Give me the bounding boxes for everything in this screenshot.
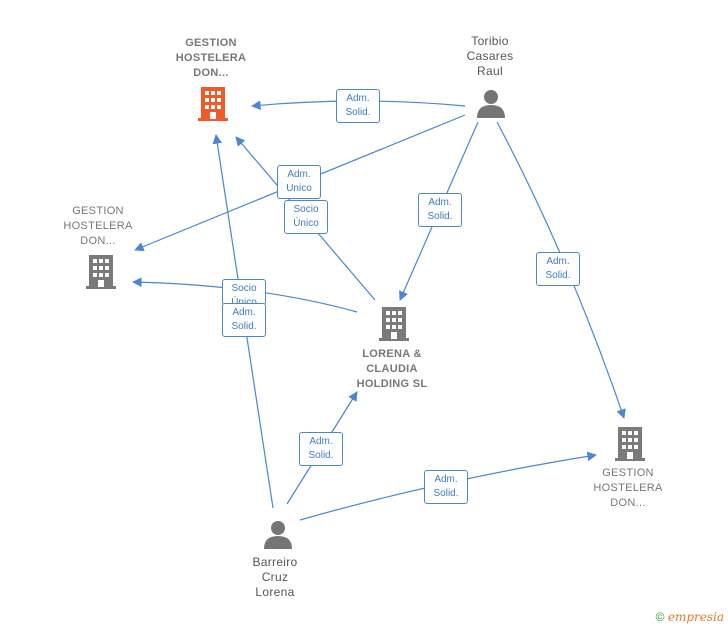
- building-icon[interactable]: [86, 255, 116, 289]
- building-icon-highlight[interactable]: [198, 87, 228, 121]
- label-line: CLAUDIA: [366, 363, 418, 375]
- edge-label-line: Adm.: [287, 169, 311, 180]
- label-line: HOSTELERA: [63, 220, 133, 232]
- edge-label-line: Adm.: [434, 474, 458, 485]
- node-label-gestion-left[interactable]: GESTION HOSTELERA DON...: [48, 204, 148, 249]
- label-line: Raul: [477, 64, 503, 78]
- edge-label-line: Adm.: [346, 93, 370, 104]
- edge-label-line: Adm.: [232, 307, 256, 318]
- edge-label-line: Socio: [293, 204, 319, 215]
- label-line: DON...: [80, 235, 116, 247]
- edge-label-line: Unico: [286, 183, 312, 194]
- label-line: HOSTELERA: [175, 52, 247, 64]
- building-icon[interactable]: [379, 307, 409, 341]
- label-line: DON...: [193, 67, 229, 79]
- node-label-barreiro[interactable]: Barreiro Cruz Lorena: [225, 555, 325, 600]
- edge-label-barreiro-gestion-right[interactable]: Adm. Solid.: [424, 470, 468, 504]
- edge-label-toribio-gestion-top[interactable]: Adm. Solid.: [336, 89, 380, 123]
- edge-label-toribio-gestion-left[interactable]: Adm. Unico: [277, 165, 321, 199]
- edge-label-line: Socio: [231, 283, 257, 294]
- brand-footer: © empresia: [656, 610, 724, 624]
- edge-label-line: Único: [293, 218, 319, 229]
- edge-label-barreiro-gestion-top[interactable]: Adm. Solid.: [222, 303, 266, 337]
- edge-label-holding-gestion-top[interactable]: Socio Único: [284, 200, 328, 234]
- label-line: HOSTELERA: [593, 482, 663, 494]
- edge-label-line: Único: [231, 297, 257, 305]
- label-line: HOLDING SL: [356, 378, 428, 390]
- node-label-toribio[interactable]: Toribio Casares Raul: [440, 34, 540, 79]
- edge-label-barreiro-holding[interactable]: Adm. Solid.: [299, 432, 343, 466]
- edge-label-line: Adm.: [309, 436, 333, 447]
- label-line: LORENA &: [362, 348, 422, 360]
- person-icon[interactable]: [264, 521, 292, 549]
- label-line: GESTION: [185, 37, 237, 49]
- label-line: GESTION: [72, 205, 124, 217]
- node-label-gestion-right[interactable]: GESTION HOSTELERA DON...: [578, 466, 678, 511]
- person-icon[interactable]: [477, 90, 505, 118]
- label-line: GESTION: [602, 467, 654, 479]
- edge-label-holding-gestion-left[interactable]: Socio Único: [222, 279, 266, 305]
- edge-label-line: Solid.: [345, 107, 371, 118]
- brand-logo: empresia: [668, 610, 724, 624]
- label-line: Cruz: [261, 570, 289, 584]
- copyright-symbol: ©: [655, 610, 665, 624]
- edge-label-line: Solid.: [433, 488, 459, 499]
- label-line: Toribio: [471, 34, 509, 48]
- brand-name: mpresia: [674, 610, 724, 624]
- edge-label-toribio-gestion-right[interactable]: Adm. Solid.: [536, 252, 580, 286]
- edge-label-line: Solid.: [427, 211, 453, 222]
- edge-label-toribio-holding[interactable]: Adm. Solid.: [418, 193, 462, 227]
- label-line: Lorena: [255, 585, 295, 599]
- edge-label-line: Adm.: [546, 256, 570, 267]
- node-label-lorena-holding[interactable]: LORENA & CLAUDIA HOLDING SL: [336, 347, 448, 392]
- label-line: Barreiro: [252, 555, 298, 569]
- building-icon[interactable]: [615, 427, 645, 461]
- edge-label-line: Solid.: [231, 321, 257, 332]
- node-label-gestion-top[interactable]: GESTION HOSTELERA DON...: [161, 36, 261, 81]
- label-line: DON...: [610, 497, 646, 509]
- brand-initial: e: [667, 610, 675, 624]
- edge-label-line: Solid.: [545, 270, 571, 281]
- edge-label-line: Solid.: [308, 450, 334, 461]
- label-line: Casares: [466, 49, 514, 63]
- edge-label-line: Adm.: [428, 197, 452, 208]
